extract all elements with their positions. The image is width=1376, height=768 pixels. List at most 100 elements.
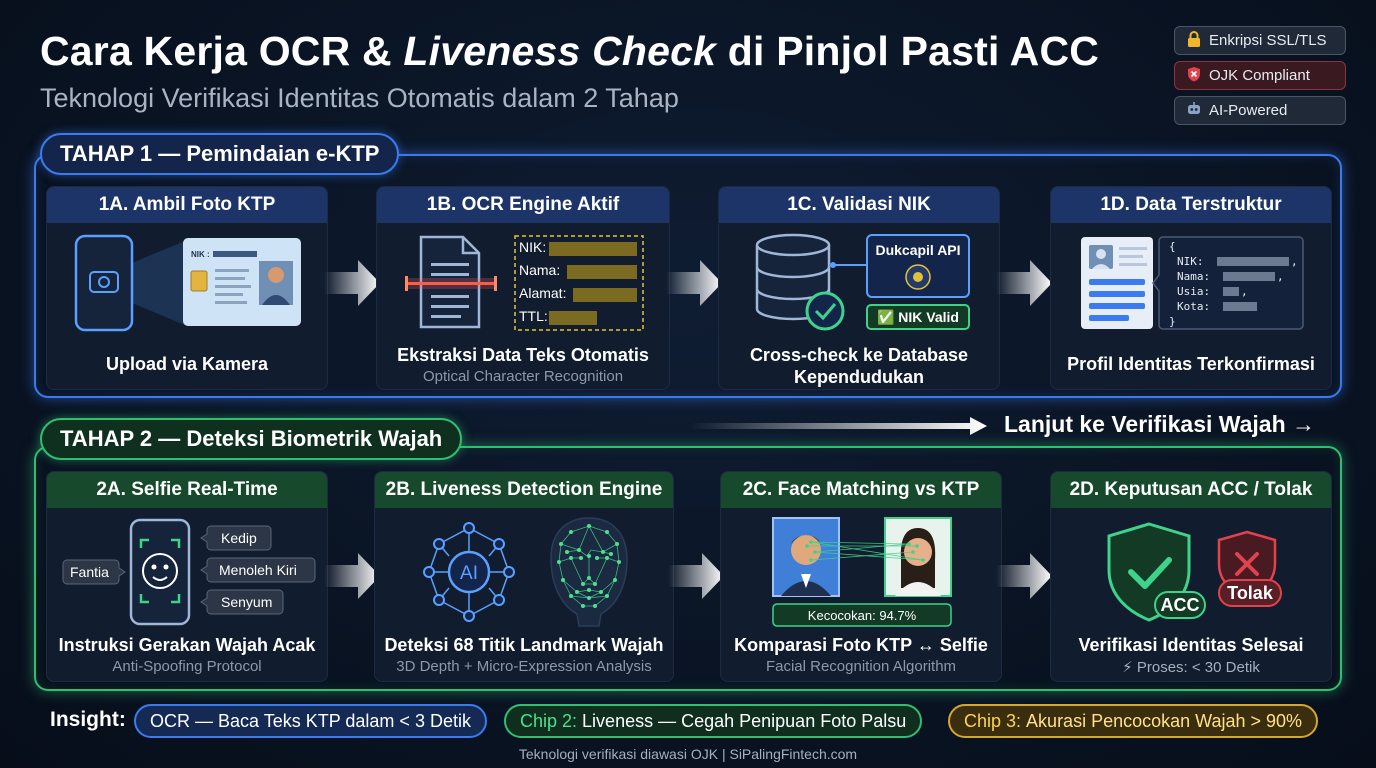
card-title: 1B. OCR Engine Aktif bbox=[377, 187, 669, 223]
card-caption: Cross-check ke Database Kependudukan bbox=[749, 345, 969, 387]
card-subcaption: ⚡ Proses: < 30 Detik bbox=[1122, 659, 1260, 676]
ktp-scan-illustration: NIK : bbox=[74, 234, 301, 332]
card-subcaption: Facial Recognition Algorithm bbox=[765, 658, 957, 675]
json-field: Nama: bbox=[1177, 270, 1210, 283]
badge-ai: AI-Powered bbox=[1174, 96, 1346, 125]
selfie-illustration: Kedip Fantia Menoleh Kiri Senyum bbox=[62, 518, 316, 626]
svg-text:Tolak: Tolak bbox=[1227, 583, 1274, 603]
dukcapil-label: Dukcapil API bbox=[875, 242, 960, 258]
decision-illustration: ACC Tolak bbox=[1107, 522, 1282, 622]
nik-validation-illustration: Dukcapil API ✅ NIK Valid bbox=[755, 233, 970, 331]
arrow-right-icon bbox=[324, 553, 380, 599]
insight-chip-2: Chip 2:Liveness — Cegah Penipuan Foto Pa… bbox=[504, 704, 923, 738]
card-title: 2A. Selfie Real-Time bbox=[47, 472, 327, 508]
card-2c: 2C. Face Matching vs KTP Kecocokan: 94.7… bbox=[720, 471, 1002, 682]
footer-credit: Teknologi verifikasi diawasi OJK | SiPal… bbox=[518, 746, 858, 762]
gesture-bubble: Kedip bbox=[200, 525, 272, 551]
face-scan-icon bbox=[139, 538, 181, 604]
card-1a: 1A. Ambil Foto KTP NIK : Upload via Kame… bbox=[46, 186, 328, 390]
arrow-right-icon bbox=[996, 553, 1052, 599]
profile-card-icon bbox=[1081, 237, 1153, 329]
arrow-right-icon bbox=[996, 260, 1052, 306]
card-title: 1A. Ambil Foto KTP bbox=[47, 187, 327, 223]
card-1c: 1C. Validasi NIK Dukcapil API ✅ NIK Vali… bbox=[718, 186, 1000, 390]
svg-text:Fantia: Fantia bbox=[70, 564, 109, 580]
arrow-right-icon bbox=[668, 553, 724, 599]
nik-valid-badge bbox=[866, 304, 970, 330]
svg-text:,: , bbox=[1277, 270, 1284, 283]
card-2a: 2A. Selfie Real-Time Kedip Fantia Menole… bbox=[46, 471, 328, 682]
svg-text:,: , bbox=[1291, 255, 1298, 268]
stage1-frame bbox=[34, 154, 1342, 398]
badge-ssl: Enkripsi SSL/TLS bbox=[1174, 26, 1346, 55]
svg-text:✅ NIK Valid: ✅ NIK Valid bbox=[877, 309, 959, 326]
face-icon bbox=[142, 553, 178, 589]
ocr-field-label: Alamat: bbox=[519, 285, 566, 301]
svg-text:ACC: ACC bbox=[1161, 595, 1200, 615]
insight-label: Insight: bbox=[50, 708, 126, 731]
card-2b: 2B. Liveness Detection Engine AI bbox=[374, 471, 674, 682]
json-brace: { bbox=[1169, 240, 1176, 253]
card-title: 2D. Keputusan ACC / Tolak bbox=[1051, 472, 1331, 508]
neural-network-icon bbox=[423, 522, 515, 622]
card-caption: Instruksi Gerakan Wajah Acak bbox=[58, 635, 316, 655]
card-caption: Verifikasi Identitas Selesai bbox=[1078, 635, 1304, 655]
svg-text:,: , bbox=[1241, 285, 1248, 298]
continue-arrow bbox=[690, 417, 987, 435]
camera-icon bbox=[89, 271, 119, 293]
phone-outline bbox=[74, 234, 134, 332]
svg-text:Kecocokan: 94.7%: Kecocokan: 94.7% bbox=[808, 608, 917, 623]
card-title: 1C. Validasi NIK bbox=[719, 187, 999, 223]
ocr-field-label: NIK: bbox=[519, 239, 546, 255]
gesture-bubble: Fantia bbox=[62, 559, 126, 585]
robot-icon bbox=[1185, 101, 1203, 120]
page-subtitle: Teknologi Verifikasi Identitas Otomatis … bbox=[40, 83, 679, 113]
face-matching-illustration: Kecocokan: 94.7% bbox=[772, 517, 952, 627]
card-title: 2B. Liveness Detection Engine bbox=[375, 472, 673, 508]
card-caption: Komparasi Foto KTP ↔ Selfie bbox=[734, 635, 988, 655]
svg-text:Senyum: Senyum bbox=[221, 594, 272, 610]
insight-chip-1: OCR — Baca Teks KTP dalam < 3 Detik bbox=[134, 704, 487, 738]
gesture-bubble: Menoleh Kiri bbox=[200, 557, 316, 583]
json-brace: } bbox=[1169, 315, 1176, 328]
arrow-right-icon bbox=[324, 260, 380, 306]
arrow-right-icon bbox=[666, 260, 722, 306]
ocr-illustration: NIK: Nama: Alamat: TTL: bbox=[405, 235, 644, 331]
card-subcaption: 3D Depth + Micro-Expression Analysis bbox=[396, 658, 652, 675]
json-field: Usia: bbox=[1177, 285, 1210, 298]
phone-outline bbox=[129, 518, 191, 626]
match-score-badge bbox=[772, 603, 952, 627]
card-title: 1D. Data Terstruktur bbox=[1051, 187, 1331, 223]
ktp-chip bbox=[190, 270, 208, 292]
card-caption: Deteksi 68 Titik Landmark Wajah bbox=[384, 635, 664, 655]
json-field: Kota: bbox=[1177, 300, 1210, 313]
ocr-field-label: Nama: bbox=[519, 262, 560, 278]
card-2d: 2D. Keputusan ACC / Tolak ACC Tolak Veri… bbox=[1050, 471, 1332, 682]
ocr-field-label: TTL: bbox=[519, 308, 548, 324]
structured-data-illustration: { NIK: Nama: Usia: Kota: } , , , bbox=[1081, 236, 1304, 330]
gesture-bubble: Senyum bbox=[200, 589, 284, 615]
scan-line bbox=[405, 276, 497, 291]
insight-chip-3: Chip 3:Akurasi Pencocokan Wajah > 90% bbox=[948, 704, 1319, 738]
acc-badge bbox=[1154, 591, 1206, 619]
json-field: NIK: bbox=[1177, 255, 1204, 268]
liveness-illustration: AI bbox=[423, 517, 628, 627]
tolak-badge bbox=[1218, 579, 1282, 607]
svg-text:Kedip: Kedip bbox=[221, 530, 257, 546]
check-circle-icon bbox=[805, 291, 845, 331]
badge-ojk: OJK Compliant bbox=[1174, 61, 1346, 90]
card-1b: 1B. OCR Engine Aktif NIK: Nama: Alamat: … bbox=[376, 186, 670, 390]
card-subcaption: Anti-Spoofing Protocol bbox=[112, 658, 262, 675]
lock-icon bbox=[1185, 31, 1203, 50]
shield-icon bbox=[1185, 66, 1203, 85]
card-1d: 1D. Data Terstruktur { NIK: Nama: Usia: … bbox=[1050, 186, 1332, 390]
svg-text:Menoleh Kiri: Menoleh Kiri bbox=[219, 562, 297, 578]
stage1-label: TAHAP 1 — Pemindaian e-KTP bbox=[40, 133, 400, 175]
selfie-photo bbox=[884, 517, 952, 597]
card-caption: Profil Identitas Terkonfirmasi bbox=[1067, 354, 1315, 374]
badge-group: Enkripsi SSL/TLS OJK Compliant AI-Powere… bbox=[1174, 26, 1346, 131]
ai-label: AI bbox=[460, 563, 478, 584]
emblem-icon bbox=[905, 264, 931, 290]
stage2-frame bbox=[34, 446, 1342, 691]
ktp-nik-label: NIK : bbox=[191, 250, 210, 259]
